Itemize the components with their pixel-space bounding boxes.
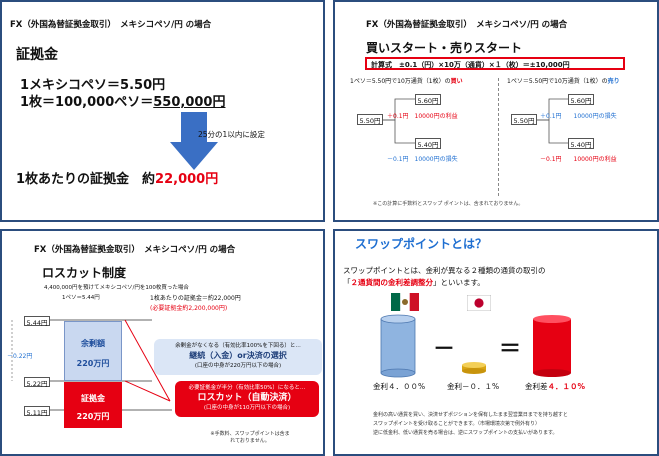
slide2-note: ※この計算に手数料とスワップ ポイントは、含まれておりません。 (373, 201, 524, 207)
right-down-text: －0.1円 10000円の利益 (540, 156, 617, 163)
slide3-sub2: 1ペソ＝5.44円 (62, 295, 100, 301)
mexico-flag-icon (391, 293, 419, 311)
losscut-callout: 必要証拠金が半分（有効比率50%）になると… ロスカット（自動決済） (口座の中… (175, 381, 319, 417)
price-bottom-label: 5.11円 (24, 406, 50, 417)
lot-line-prefix: 1枚＝100,000ペソ＝ (20, 95, 154, 110)
arrow-label: 25分の1以内に設定 (198, 130, 265, 139)
right-caption-action: 売り (607, 78, 620, 85)
right-caption: 1ペソ＝5.50円で10万通貨（1枚）の売り (507, 76, 620, 85)
left-up-text: ＋0.1円 10000円の利益 (387, 113, 458, 120)
margin-result-prefix: 1枚あたりの証拠金 約 (16, 172, 156, 187)
rate-diff-label: 金利差４．１０% (525, 381, 585, 392)
formula-box: 計算式 ±0.1（円）×10万（通貨）×１（枚）＝±10,000円 (365, 57, 625, 70)
margin-line1: 1枚あたりの証拠金＝約22,000円 (150, 295, 241, 302)
swap-foot2: スワップポイントを受け取ることができます。（市場環境次第で例外有り） (373, 421, 541, 427)
continue-line3: (口座の中身が220万円以下の場合) (194, 363, 282, 369)
price-tree-lines (383, 98, 568, 144)
margin-result: 1枚あたりの証拠金 約22,000円 (16, 168, 218, 187)
jp-rate-label: 金利－０．１% (447, 382, 500, 391)
rate-diff-prefix: 金利差 (525, 382, 548, 391)
slide2-header: FX（外国為替証拠金取引） メキシコペソ/円 の場合 (366, 20, 568, 30)
slide2-title: 買いスタート・売りスタート (366, 41, 523, 55)
swap-foot1: 金利の高い通貨を買い、決済せずポジションを保有したまま翌営業日までを持ち越すと (373, 412, 568, 418)
swap-desc2-open: 「 (343, 278, 351, 287)
right-up-text: ＋0.1円 10000円の損失 (540, 113, 617, 120)
lot-line-value: 550,000円 (153, 95, 226, 110)
margin-block-label: 証拠金 (81, 394, 105, 403)
swap-desc2-close: 」といいます。 (433, 278, 485, 287)
lot-line: 1枚＝100,000ペソ＝550,000円 (20, 91, 225, 110)
slide3-sub1: 4,400,000円を預けてメキシコペソ/円を100枚買った場合 (44, 285, 189, 291)
left-down-price: 5.40円 (415, 138, 441, 149)
slide3-title: ロスカット制度 (42, 266, 127, 280)
swap-desc2: 「２通貨間の金利差調整分」といいます。 (343, 277, 485, 288)
drop-label: －0.22円 (7, 353, 33, 360)
swap-desc2-emph: ２通貨間の金利差調整分 (350, 278, 434, 287)
mx-rate-label: 金利４．００% (373, 382, 426, 391)
slide4-title: スワップポイントとは？ (355, 237, 488, 251)
rate-diff-value: ４．１０% (547, 382, 586, 391)
margin-block: 証拠金 220万円 (64, 382, 122, 428)
left-start-price: 5.50円 (357, 114, 383, 125)
slide3-note: ※手数料、スワップポイントは含まれておりません。 (210, 431, 290, 444)
rate-cylinders (380, 314, 571, 378)
margin-line2: (必要証拠金約2,200,000円) (150, 305, 228, 312)
surplus-label: 余剰額 (81, 339, 105, 348)
slide-buy-sell: FX（外国為替証拠金取引） メキシコペソ/円 の場合 買いスタート・売りスタート… (333, 0, 659, 222)
swap-desc1: スワップポイントとは、金利が異なる２種類の通貨の取引の (343, 266, 546, 275)
continue-callout: 余剰金がなくなる（有効比率100%を下回る）と… 継続（入金）or決済の選択 (… (154, 339, 322, 375)
right-down-price: 5.40円 (568, 138, 594, 149)
left-caption: 1ペソ＝5.50円で10万通貨（1枚）の買い (350, 76, 463, 85)
japan-flag-icon (467, 295, 491, 311)
left-caption-prefix: 1ペソ＝5.50円で10万通貨（1枚）の (350, 78, 451, 85)
surplus-block: 余剰額 220万円 (64, 321, 122, 381)
continue-line2: 継続（入金）or決済の選択 (189, 351, 287, 360)
slide1-title: 証拠金 (16, 47, 58, 63)
swap-foot3: 逆に低金利、低い通貨を売る場合は、逆にスワップポイントの支払いがあります。 (373, 430, 558, 436)
equals-sign: ＝ (499, 337, 522, 362)
right-caption-prefix: 1ペソ＝5.50円で10万通貨（1枚）の (507, 78, 608, 85)
down-arrow-icon (170, 112, 218, 170)
minus-sign: － (433, 337, 456, 362)
slide1-header: FX（外国為替証拠金取引） メキシコペソ/円 の場合 (10, 20, 212, 30)
slide-swap: スワップポイントとは？ スワップポイントとは、金利が異なる２種類の通貨の取引の … (333, 229, 659, 456)
slide-margin: FX（外国為替証拠金取引） メキシコペソ/円 の場合 証拠金 1メキシコペソ＝5… (0, 0, 325, 222)
margin-result-value: 22,000円 (155, 172, 219, 187)
rate-line: 1メキシコペソ＝5.50円 (20, 78, 166, 93)
slide-losscut: FX（外国為替証拠金取引） メキシコペソ/円 の場合 ロスカット制度 4,400… (0, 229, 325, 456)
losscut-line2: ロスカット（自動決済） (197, 393, 297, 403)
losscut-line1: 必要証拠金が半分（有効比率50%）になると… (188, 385, 306, 391)
continue-line1: 余剰金がなくなる（有効比率100%を下回る）と… (175, 343, 301, 349)
surplus-value: 220万円 (76, 359, 110, 368)
losscut-line3: (口座の中身が110万円以下の場合) (203, 405, 291, 411)
price-top-label: 5.44円 (24, 316, 50, 327)
margin-block-value: 220万円 (76, 412, 110, 421)
left-down-text: －0.1円 10000円の損失 (387, 156, 458, 163)
right-start-price: 5.50円 (511, 114, 537, 125)
slide3-header: FX（外国為替証拠金取引） メキシコペソ/円 の場合 (34, 245, 236, 255)
price-mid-label: 5.22円 (24, 377, 50, 388)
right-up-price: 5.60円 (568, 94, 594, 105)
center-divider (498, 78, 499, 196)
left-caption-action: 買い (450, 78, 463, 85)
left-up-price: 5.60円 (415, 94, 441, 105)
